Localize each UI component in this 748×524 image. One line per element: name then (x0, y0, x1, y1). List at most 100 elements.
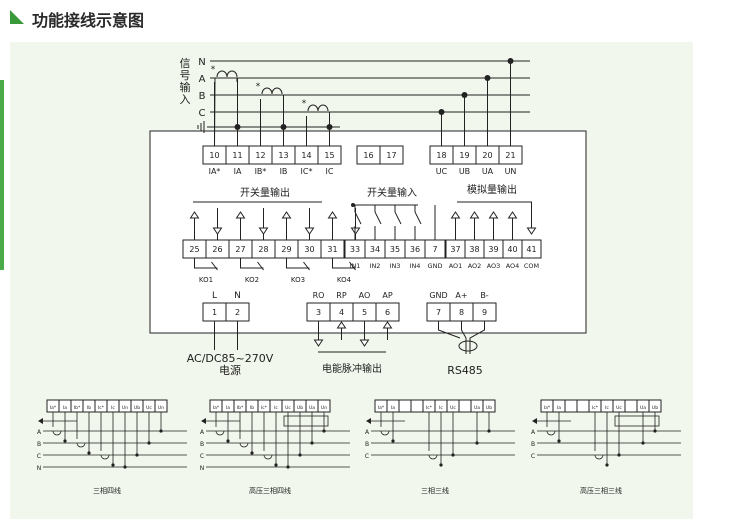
power-label-L: L (212, 291, 217, 301)
example-4-dot (641, 441, 645, 445)
ct-coil-c-icon (307, 104, 329, 112)
example-4-terminal (624, 399, 638, 413)
example-1-arrow-icon (38, 418, 43, 424)
example-4-line-label-B: B (531, 441, 535, 448)
terminal-number: 7 (436, 308, 441, 317)
example-2-dot (322, 429, 326, 433)
terminal-number: 27 (235, 245, 245, 254)
example-2-dot (298, 453, 302, 457)
example-2-line-label-N: N (200, 465, 205, 472)
polarity-mark: * (302, 99, 307, 109)
switch-contact-icon (394, 211, 402, 225)
junction-dot (351, 203, 355, 207)
terminal-label-IN3: IN3 (390, 262, 401, 270)
example-3-line-label-B: B (365, 441, 369, 448)
bus-label-N: N (198, 57, 205, 68)
junction-dot (484, 75, 491, 81)
relay-contact-icon (303, 261, 310, 271)
relay-contact-wire (194, 258, 218, 269)
relay-contact-wire (240, 258, 264, 269)
example-2-terminal-label: Ib (250, 405, 254, 411)
example-1-line-label-N: N (37, 465, 42, 472)
terminal-number: 28 (258, 245, 268, 254)
arrow-up-icon (281, 211, 292, 219)
junction-dot (507, 58, 514, 64)
example-3-coil-icon (380, 430, 390, 436)
bus-label-C: C (199, 108, 206, 119)
rs485-label-B-: B- (480, 291, 488, 300)
relay-label-KO4: KO4 (337, 276, 352, 284)
rs485-wire (461, 321, 467, 354)
example-4-coil-icon (546, 430, 556, 436)
terminal-number: 1 (212, 308, 217, 317)
signal-input-label-char: 入 (180, 93, 191, 106)
bus-label-B: B (199, 91, 206, 102)
example-4-terminal-label: Ia* (544, 405, 551, 411)
terminal-number: 33 (350, 245, 360, 254)
example-4-terminal-label: Ua (640, 405, 646, 411)
ground-icon (197, 121, 205, 133)
terminal-number: 26 (212, 245, 222, 254)
arrow-down-icon (313, 339, 324, 347)
example-2-terminal-label: Ic* (261, 405, 268, 411)
example-4-terminal-label: Ia (557, 405, 561, 411)
terminal-label-UA: UA (482, 167, 494, 176)
junction-dot (280, 124, 287, 130)
example-4-dot (557, 439, 561, 443)
switch-input-title: 开关量输入 (367, 186, 417, 199)
example-3-arrow-icon (366, 418, 371, 424)
example-2-line-label-B: B (200, 441, 204, 448)
rs485-wire (438, 321, 461, 339)
pulse-output-title: 电能脉冲输出 (322, 362, 382, 375)
terminal-number: 35 (390, 245, 400, 254)
switch-contact-icon (414, 211, 422, 225)
terminal-number: 38 (469, 245, 479, 254)
terminal-6 (375, 302, 400, 322)
terminal-number: 3 (316, 308, 321, 317)
example-2-dot (286, 465, 290, 469)
terminal-number: 14 (301, 151, 311, 160)
relay-contact-wire (286, 258, 310, 269)
arrow-up-icon (327, 211, 338, 219)
example-2-terminal-label: Ub (297, 405, 303, 411)
signal-input-label-char: 号 (180, 69, 191, 82)
example-1-dot (87, 451, 91, 455)
terminal-label-IA: IA (234, 167, 242, 176)
example-2-pt-icon (283, 415, 329, 427)
example-1-terminal-label: Ub (134, 405, 140, 411)
terminal-label-AO4: AO4 (506, 262, 520, 270)
example-1-terminal-label: Ib (87, 405, 91, 411)
terminal-number: 2 (235, 308, 240, 317)
relay-contact-icon (257, 261, 264, 271)
signal-input-label-char: 输 (180, 80, 191, 94)
example-1-coil-icon (76, 442, 86, 448)
terminal-number: 10 (209, 151, 219, 160)
terminal-label-GND: GND (428, 262, 443, 270)
example-2-line-label-C: C (200, 453, 204, 460)
example-2-terminal-label: Un (321, 405, 327, 411)
terminal-number: 30 (304, 245, 314, 254)
terminal-number: 17 (386, 151, 396, 160)
terminal-number: 4 (339, 308, 344, 317)
terminal-number: 29 (281, 245, 291, 254)
example-2-terminal-label: Ib* (237, 405, 244, 411)
terminal-number: 6 (385, 308, 390, 317)
terminal-number: 13 (278, 151, 288, 160)
example-3-terminal (410, 399, 424, 413)
terminal-number: 11 (232, 151, 242, 160)
pulse-label-AO: AO (359, 291, 371, 300)
arrow-down-icon (258, 227, 269, 235)
example-1-line-label-C: C (37, 453, 41, 460)
arrow-down-icon (359, 339, 370, 347)
bus-label-A: A (199, 74, 206, 85)
junction-dot (234, 124, 241, 130)
example-4-dot (617, 453, 621, 457)
example-2-dot (226, 439, 230, 443)
example-4-terminal-label: Ub (652, 405, 658, 411)
terminal-number: 12 (255, 151, 265, 160)
terminal-number: 25 (189, 245, 199, 254)
example-3-terminal-label: Ia (391, 405, 395, 411)
example-2-terminal-label: Ua (309, 405, 315, 411)
example-1-line-label-A: A (37, 429, 42, 436)
example-1-terminal-label: Ib* (74, 405, 81, 411)
